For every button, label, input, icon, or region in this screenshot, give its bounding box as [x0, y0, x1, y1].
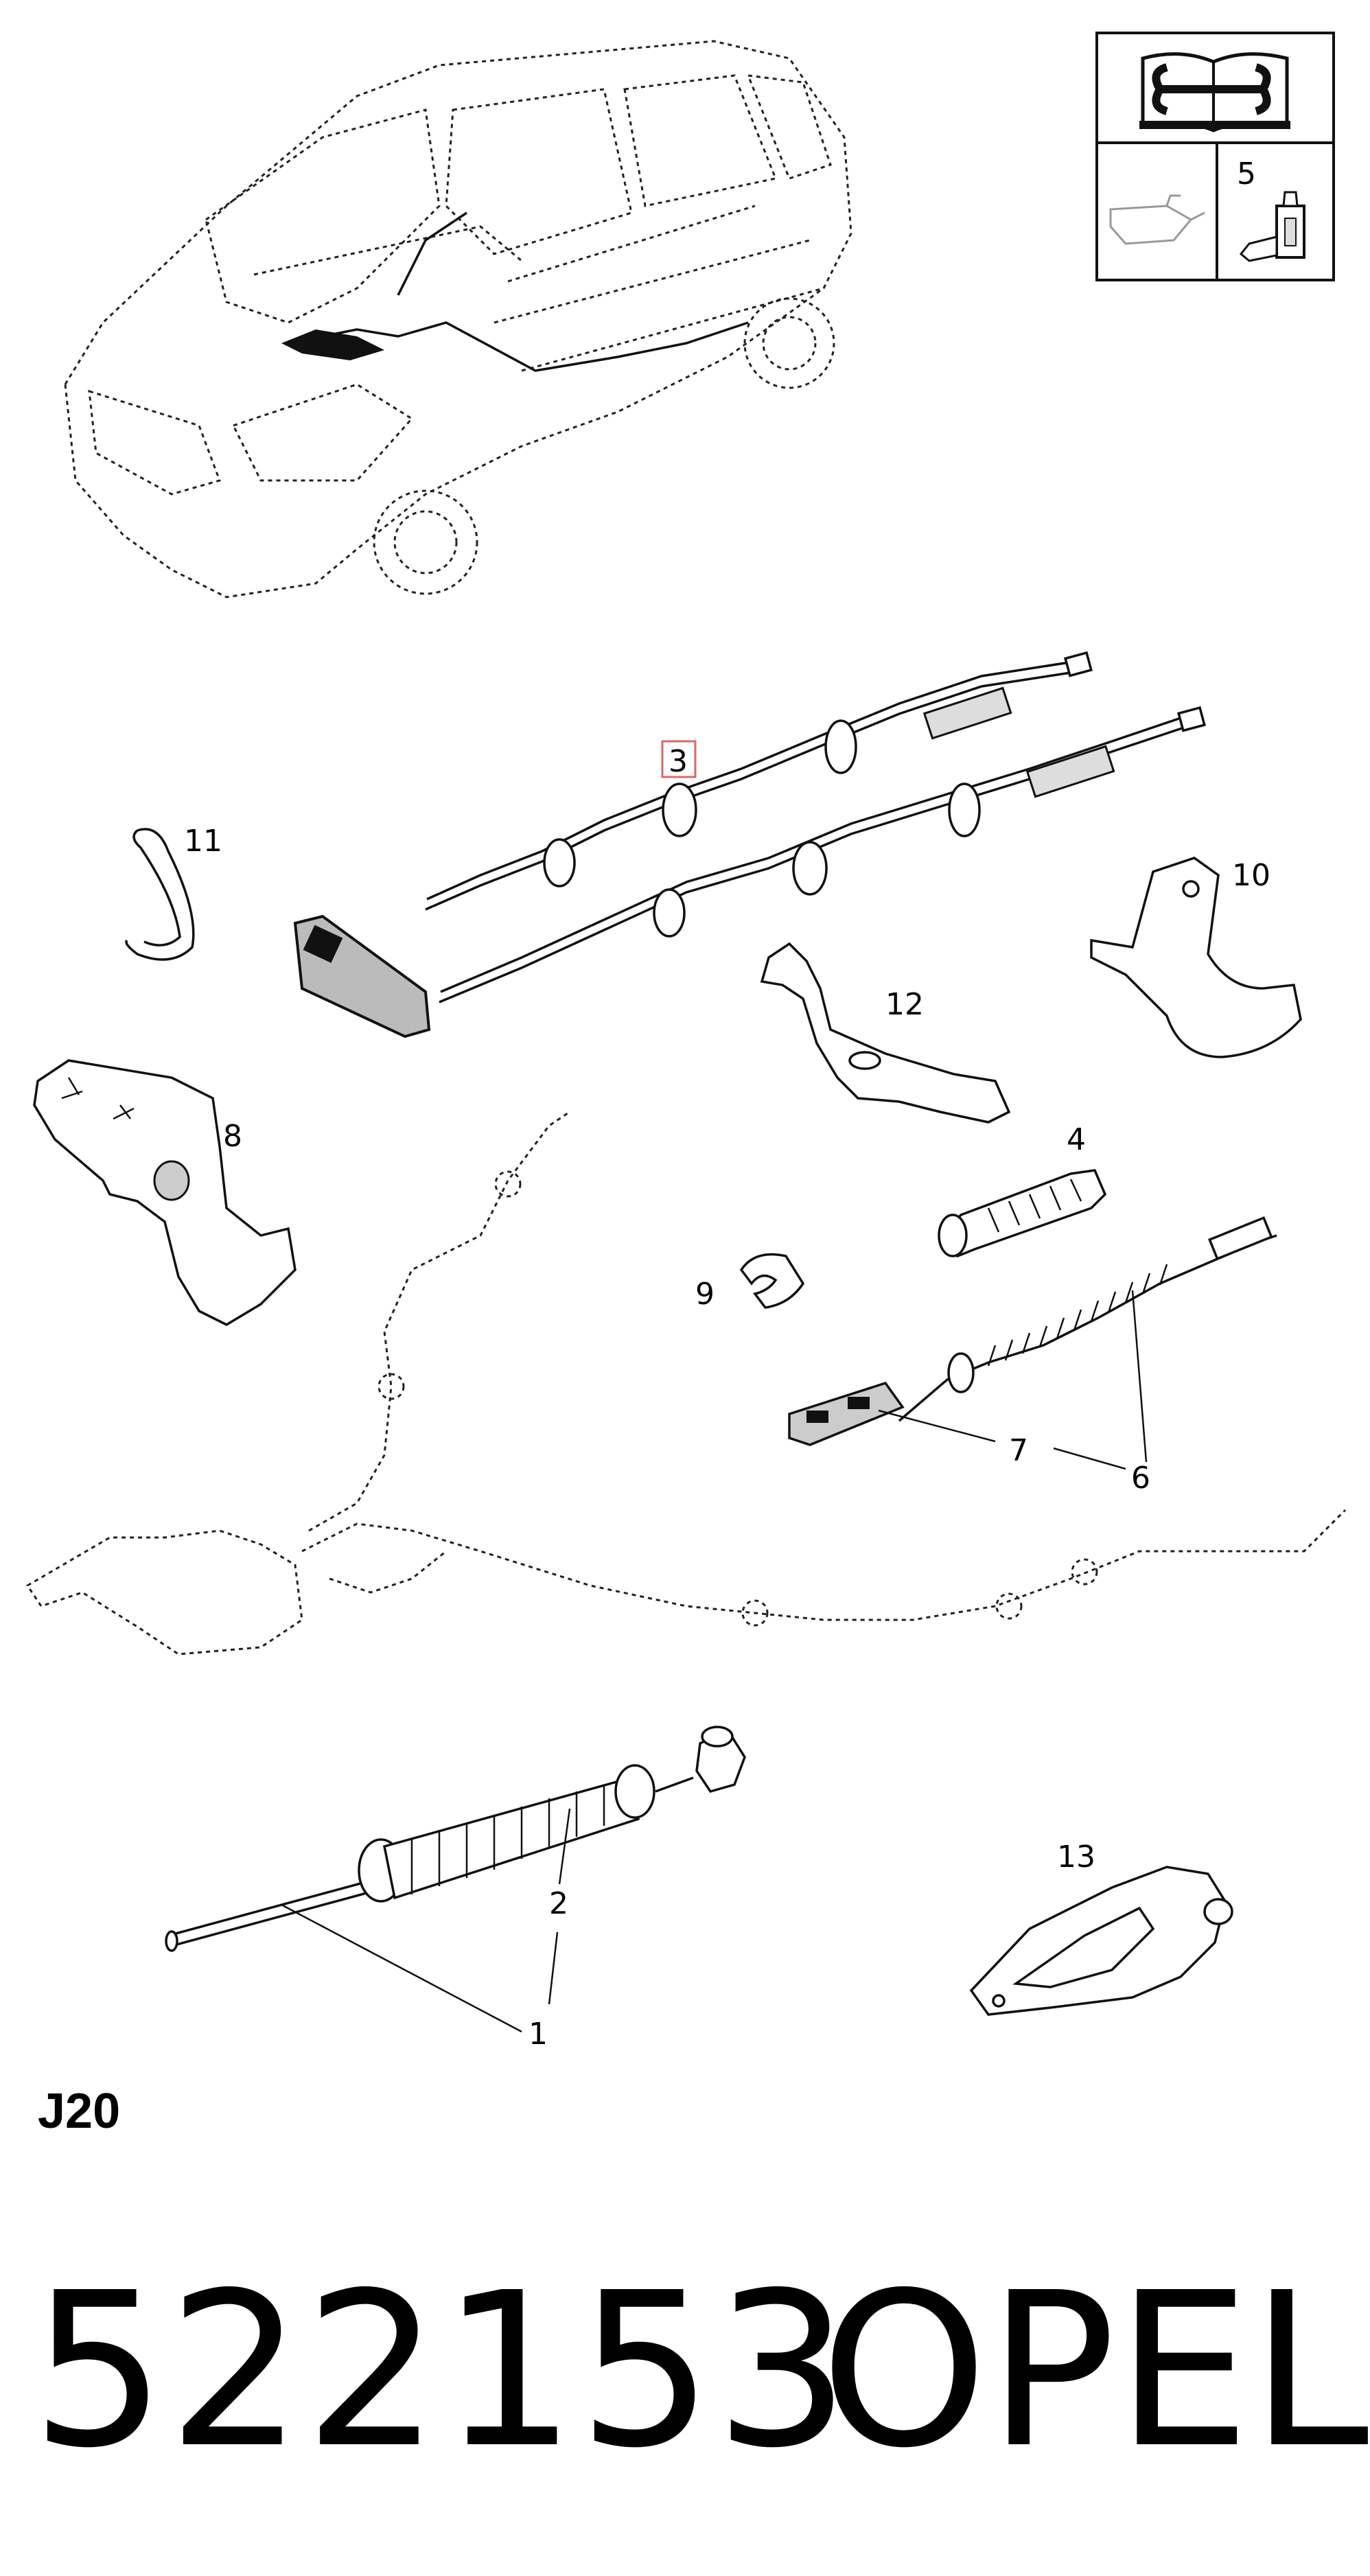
callout-3: 3 — [669, 744, 688, 779]
callout-6: 6 — [1131, 1461, 1150, 1496]
bracket-13: 13 — [969, 1840, 1233, 2016]
callout-8: 8 — [223, 1119, 242, 1154]
callout-12: 12 — [885, 987, 924, 1022]
bracket-12: 12 — [760, 942, 1011, 1124]
callout-9: 9 — [695, 1277, 715, 1312]
bracket-8: 8 — [33, 1059, 297, 1326]
handbrake-lever-assembly — [25, 1111, 1347, 1656]
boot-4: 4 — [938, 1122, 1107, 1258]
sealant-tube-icon — [1239, 191, 1305, 262]
callout-13: 13 — [1057, 1840, 1095, 1875]
part-number: 522153 — [31, 2247, 852, 2495]
callout-5: 5 — [1237, 156, 1256, 192]
oil-can-icon — [1109, 194, 1205, 245]
callout-7: 7 — [1009, 1433, 1028, 1468]
book-wrench-icon — [1139, 52, 1290, 132]
callout-4: 4 — [1067, 1122, 1086, 1157]
car-illustration — [64, 40, 852, 599]
cable-6-7: 7 6 — [788, 1216, 1277, 1496]
cable-assembly-3: 3 — [293, 651, 1206, 1038]
section-code: J20 — [38, 2084, 121, 2139]
brand-name: OPEL — [820, 2247, 1369, 2495]
clip-10: 10 — [1090, 857, 1302, 1058]
callout-2: 2 — [549, 1886, 568, 1921]
adjuster-1-2: 2 1 — [165, 1726, 746, 2052]
grommet-9: 9 — [695, 1253, 805, 1312]
callout-10: 10 — [1232, 858, 1270, 893]
highlight-box — [661, 740, 697, 778]
spring-clip-11: 11 — [125, 824, 222, 961]
info-box: 5 — [1095, 32, 1335, 281]
callout-11: 11 — [184, 824, 222, 859]
callout-1: 1 — [529, 2017, 548, 2052]
